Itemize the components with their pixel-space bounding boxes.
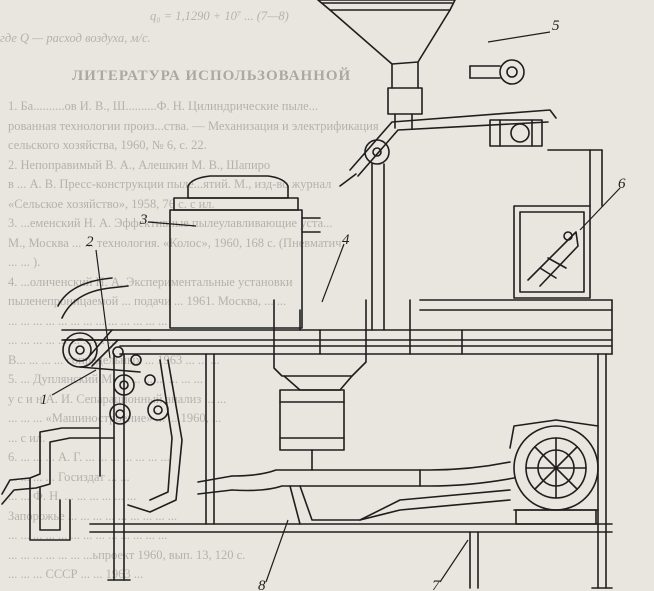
mixing-funnel	[273, 299, 367, 471]
label-7: 7	[432, 578, 441, 591]
motor-unit	[169, 175, 321, 329]
label-1: 1	[40, 392, 48, 408]
upper-conveyor-drive	[339, 109, 557, 331]
feed-hopper	[317, 0, 525, 129]
curved-guard	[57, 277, 129, 319]
label-2: 2	[86, 234, 94, 250]
main-frame	[61, 299, 613, 589]
label-4: 4	[342, 232, 350, 248]
roller-assembly	[62, 329, 183, 513]
label-8: 8	[258, 578, 266, 591]
leader-lines	[51, 31, 621, 583]
label-6: 6	[618, 176, 626, 192]
left-inlet-pipe	[1, 427, 101, 541]
sieve-cabinet	[513, 149, 603, 299]
blower-fan	[509, 419, 599, 525]
label-3: 3	[139, 212, 148, 228]
callout-labels: 1 2 3 4 5 6 7 8	[40, 18, 626, 591]
air-duct	[197, 461, 515, 525]
label-5: 5	[552, 18, 560, 34]
